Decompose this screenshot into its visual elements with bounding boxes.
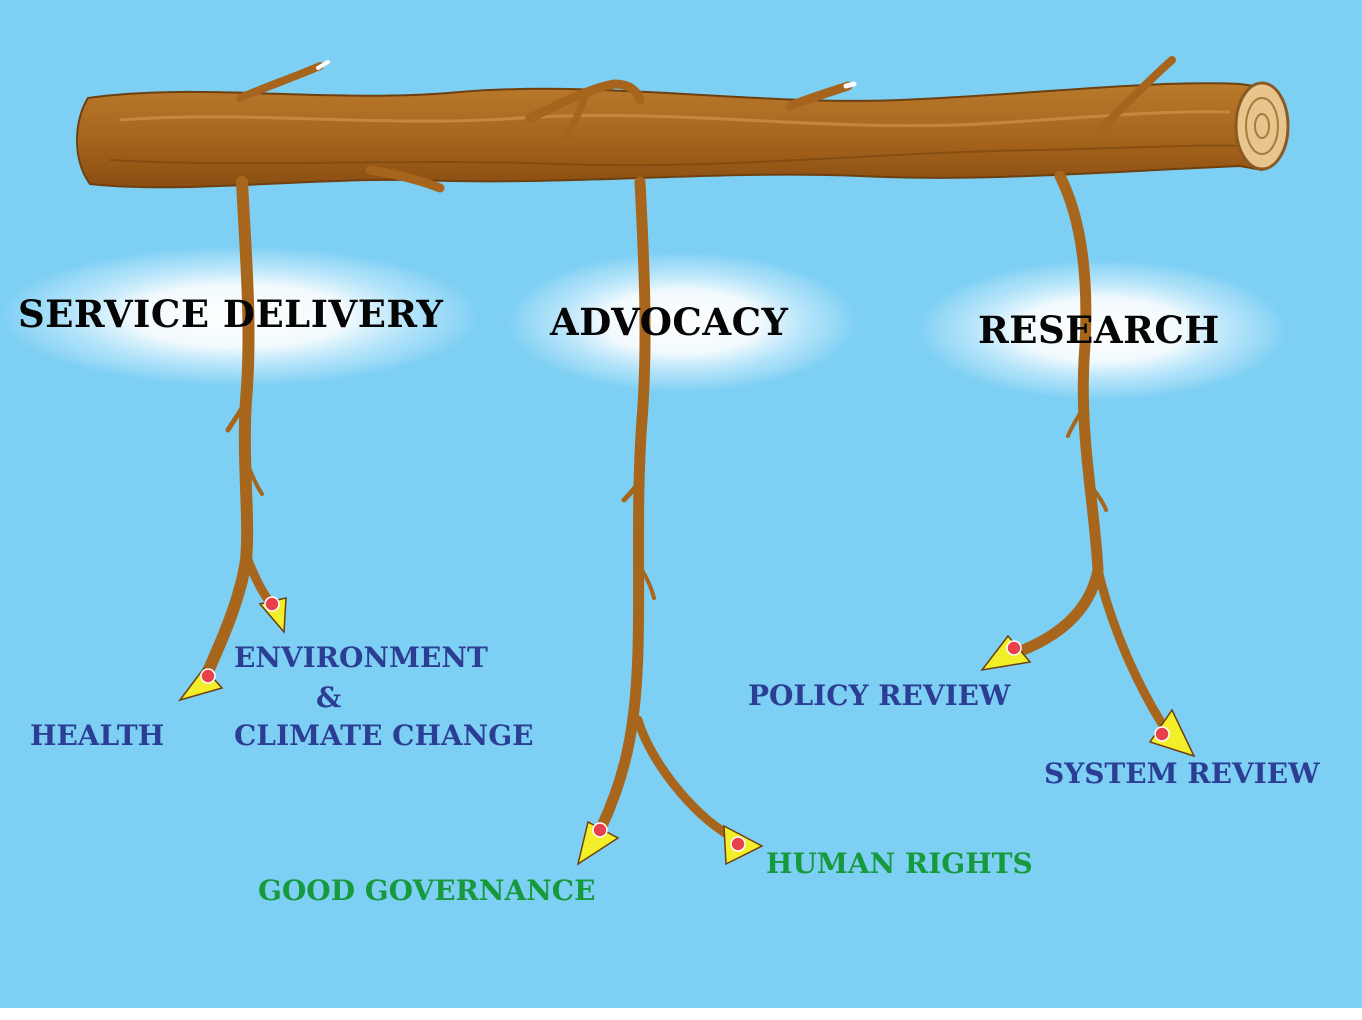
pillar-label-advocacy: ADVOCACY (550, 300, 789, 344)
glow-research (917, 260, 1287, 400)
main-log (76, 56, 1290, 193)
log-cut-end (1234, 81, 1290, 171)
arrow-tip-health (178, 666, 224, 702)
program-label-good-governance: GOOD GOVERNANCE (258, 874, 596, 907)
branch-advocacy (596, 176, 735, 841)
program-label-policy-review: POLICY REVIEW (748, 679, 1011, 712)
program-label-system-review: SYSTEM REVIEW (1044, 757, 1320, 790)
arrow-tip-good-governance (576, 820, 620, 866)
program-label-health: HEALTH (30, 719, 165, 752)
arrow-tip-human-rights (723, 824, 764, 866)
program-label-climate-change: CLIMATE CHANGE (234, 719, 534, 752)
pillar-label-service-delivery: SERVICE DELIVERY (18, 292, 444, 336)
arrow-tip-policy-review (980, 634, 1032, 672)
glow-service-delivery (0, 246, 480, 386)
program-label-environment-ampersand: & (316, 681, 342, 714)
pillar-label-research: RESEARCH (978, 308, 1220, 352)
program-label-environment: ENVIRONMENT (234, 641, 488, 674)
glow-advocacy (507, 252, 857, 392)
branch-research (1012, 170, 1171, 735)
bottom-border (0, 1008, 1362, 1020)
arrow-tip-system-review (1148, 708, 1196, 758)
arrow-tip-environment (258, 596, 287, 634)
program-label-human-rights: HUMAN RIGHTS (766, 847, 1033, 880)
